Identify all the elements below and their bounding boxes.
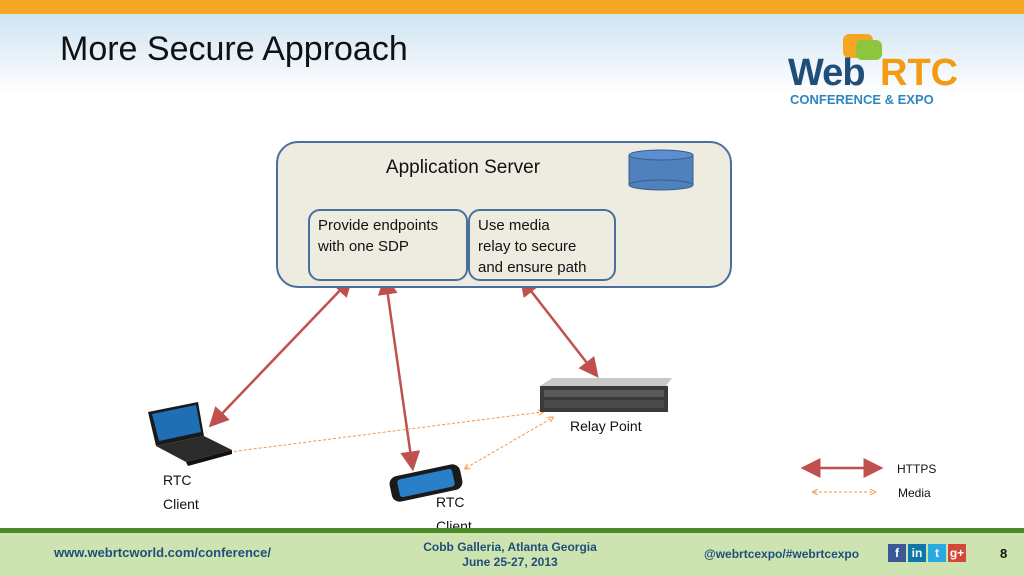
rtc-client-line: RTC <box>163 472 192 488</box>
media-relay-box: Use media relay to secure and ensure pat… <box>468 209 616 281</box>
laptop-icon <box>148 402 232 466</box>
database-icon <box>628 149 694 191</box>
logo-web-text: Web <box>788 52 866 94</box>
footer-divider <box>0 528 1024 533</box>
media-arrow-phone <box>466 418 552 468</box>
rtc-client-line: Client <box>163 496 199 512</box>
footer-url-link[interactable]: www.webrtcworld.com/conference/ <box>54 545 271 560</box>
media-arrow-laptop <box>214 412 542 454</box>
legend-media-label: Media <box>898 486 931 500</box>
googleplus-icon[interactable]: g+ <box>948 544 966 562</box>
relay-point-label: Relay Point <box>570 418 642 434</box>
https-arrow-laptop <box>208 276 354 428</box>
endpoints-box: Provide endpoints with one SDP <box>308 209 468 281</box>
rtc-client-line: RTC <box>436 494 465 510</box>
smartphone-icon <box>389 464 463 502</box>
venue-line: Cobb Galleria, Atlanta Georgia <box>423 540 597 554</box>
slide-title: More Secure Approach <box>60 30 408 68</box>
footer-bar <box>0 528 1024 576</box>
endpoints-line: with one SDP <box>318 238 409 255</box>
venue-line: June 25-27, 2013 <box>462 555 558 569</box>
facebook-icon[interactable]: f <box>888 544 906 562</box>
top-accent-bar <box>0 0 1024 14</box>
legend-https-label: HTTPS <box>897 462 937 476</box>
relay-server-icon <box>540 378 672 412</box>
media-relay-line: and ensure path <box>478 259 587 276</box>
social-icons: f in t g+ <box>888 544 968 564</box>
https-arrow-relay <box>519 276 599 378</box>
page-number: 8 <box>1000 546 1008 561</box>
footer-venue: Cobb Galleria, Atlanta Georgia June 25-2… <box>390 540 630 570</box>
logo-subtitle: CONFERENCE & EXPO <box>790 92 934 107</box>
application-server-box: Application Server Provide endpoints wit… <box>276 141 732 288</box>
webrtc-logo: Web RTC CONFERENCE & EXPO <box>788 32 978 108</box>
https-arrow-phone <box>377 274 421 472</box>
media-relay-line: relay to secure <box>478 238 577 255</box>
footer-social-handle[interactable]: @webrtcexpo/#webrtcexpo <box>704 547 860 561</box>
logo-speech-bubble-icon <box>856 40 882 60</box>
rtc-client-laptop-label: RTC Client <box>163 468 223 516</box>
application-server-label: Application Server <box>385 157 541 178</box>
endpoints-line: Provide endpoints <box>318 217 439 234</box>
media-relay-line: Use media <box>478 217 550 234</box>
logo-rtc-text: RTC <box>880 52 959 94</box>
linkedin-icon[interactable]: in <box>908 544 926 562</box>
twitter-icon[interactable]: t <box>928 544 946 562</box>
